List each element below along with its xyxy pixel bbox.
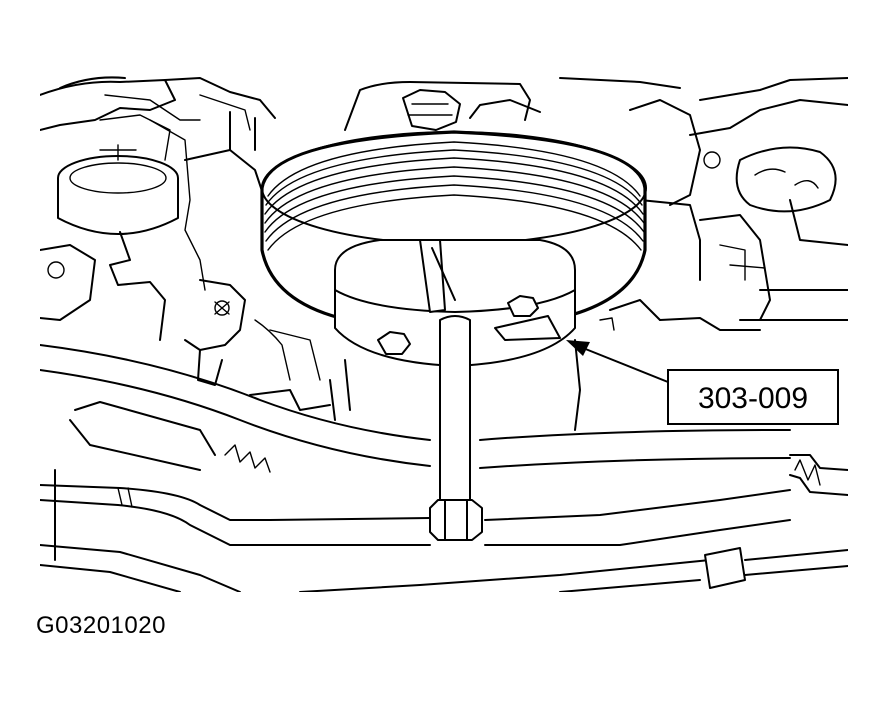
callout: 303-009 (566, 340, 839, 425)
holding-tool-303-009 (334, 239, 576, 367)
figure-id: G03201020 (36, 612, 166, 639)
callout-label: 303-009 (698, 382, 808, 415)
engine-background (40, 76, 848, 592)
handle-bolt (429, 315, 483, 541)
